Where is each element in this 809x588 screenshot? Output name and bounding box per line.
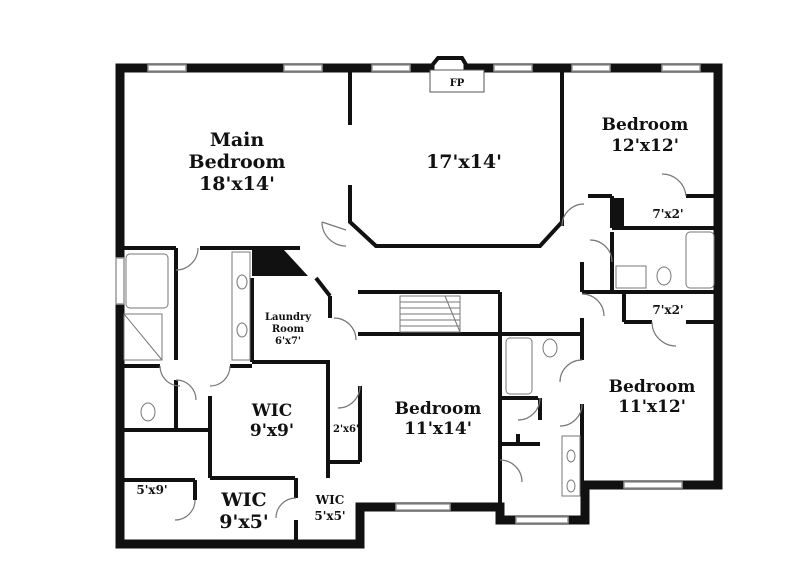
wic-small-size: 5'x5' [314, 509, 345, 523]
main-bedroom-name-line1: Main [210, 129, 265, 151]
wic-south-size: 9'x5' [219, 511, 268, 533]
door-arc [333, 317, 357, 341]
bedroom-ne-size: 12'x12' [611, 136, 679, 156]
bedroom-center-size: 11'x14' [404, 419, 472, 439]
closet-small-size: 2'x6' [333, 424, 359, 435]
door-arc [661, 173, 687, 197]
main-bedroom-name-line2: Bedroom [189, 151, 286, 173]
doors [159, 173, 687, 521]
closet-ne-size: 7'x2' [652, 207, 683, 221]
door-arc [517, 397, 541, 421]
sink-icon [236, 322, 248, 338]
wic-south-name: WIC [220, 489, 266, 511]
bedroom-e-size: 11'x12' [618, 397, 686, 417]
door-arc [275, 497, 297, 519]
bathtub-icon [685, 231, 715, 289]
door-arc [321, 221, 347, 247]
door-arc [651, 321, 677, 347]
sink-icon [566, 449, 576, 463]
wic-main-name: WIC [251, 401, 293, 421]
door-arc [589, 239, 613, 263]
windows [115, 64, 701, 524]
solid-blocks [252, 198, 624, 276]
door-arc [209, 365, 231, 387]
bathtub-icon [505, 337, 533, 395]
fixtures [123, 231, 715, 497]
wic-small-name: WIC [315, 493, 345, 507]
vanity-icon [231, 251, 251, 361]
laundry-size: 6'x7' [275, 336, 301, 347]
door-arc [559, 403, 583, 427]
sink-icon [236, 274, 248, 290]
closet-e-size: 7'x2' [652, 303, 683, 317]
bedroom-e-name: Bedroom [609, 377, 696, 397]
interior-walls [122, 72, 718, 544]
staircase [399, 295, 461, 333]
bedroom-center-name: Bedroom [395, 399, 482, 419]
door-arc [581, 293, 605, 317]
fireplace-label: FP [450, 78, 465, 89]
bathtub-icon [125, 253, 169, 309]
bedroom-ne-name: Bedroom [602, 115, 689, 135]
door-arc [559, 359, 583, 383]
wic-main-size: 9'x9' [250, 421, 294, 441]
toilet-icon [656, 266, 672, 286]
door-arc [175, 247, 199, 271]
vanity-icon [615, 265, 647, 289]
main-bedroom-size: 18'x14' [199, 173, 275, 195]
door-arc [175, 379, 197, 401]
fireplace: FP [428, 56, 485, 93]
toilet-icon [542, 338, 558, 358]
room-sw-size: 5'x9' [136, 483, 167, 497]
sitting-room-size: 17'x14' [426, 151, 502, 173]
room-labels: Main Bedroom 18'x14' 17'x14' Bedroom 12'… [136, 115, 695, 533]
laundry-name-line1: Laundry [265, 312, 312, 323]
door-arc [499, 459, 523, 483]
door-arc [337, 385, 361, 409]
toilet-icon [140, 402, 156, 422]
door-arc [159, 365, 181, 387]
laundry-name-line2: Room [272, 324, 305, 335]
door-arc [561, 203, 585, 227]
sink-icon [566, 479, 576, 493]
door-arc [174, 499, 196, 521]
door-arc [321, 221, 347, 231]
vanity-icon [561, 435, 581, 497]
